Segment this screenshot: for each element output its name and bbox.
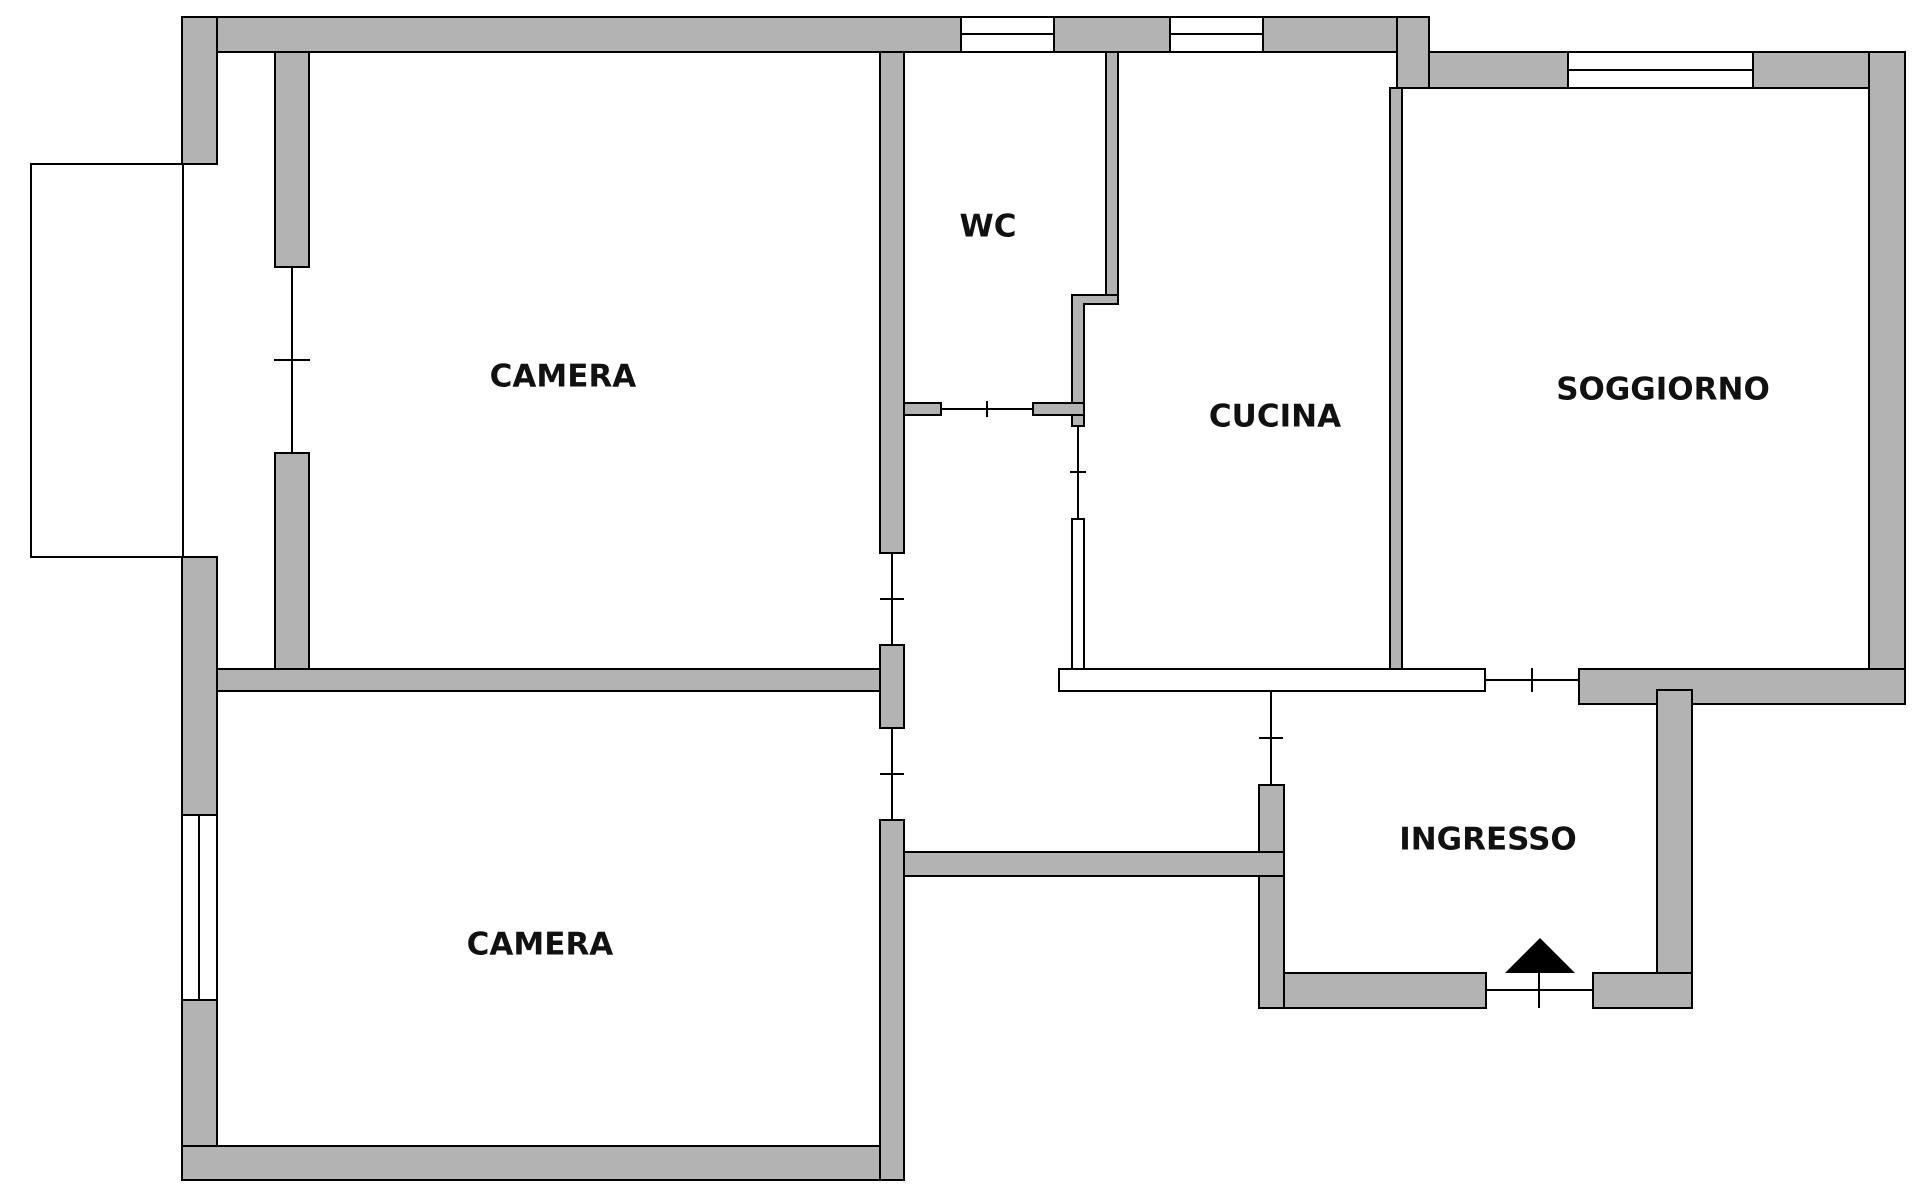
- wall-bottom: [181, 1145, 905, 1181]
- room-label-ingresso: INGRESSO: [1399, 822, 1577, 858]
- wall-ingresso-left: [1258, 784, 1285, 1009]
- door-soggiorno: [1485, 668, 1579, 692]
- door-wc: [941, 401, 1033, 417]
- wall-ingresso-right: [1656, 689, 1693, 1009]
- wall-camera-corridor-mid: [879, 644, 905, 729]
- wall-balcony-partition-bottom: [274, 452, 310, 670]
- wall-left-upper: [181, 16, 218, 165]
- wall-between-cameras: [216, 668, 881, 692]
- room-label-soggiorno: SOGGIORNO: [1556, 372, 1770, 408]
- wall-balcony-partition-top: [274, 51, 310, 268]
- wall-camera-bottom-right: [879, 819, 905, 1181]
- wall-ingresso-bottom-right: [1592, 972, 1693, 1009]
- room-label-camera-top: CAMERA: [490, 359, 637, 395]
- wall-wc-cucina-jog: [1071, 294, 1119, 427]
- door-entrance: [1486, 973, 1593, 1008]
- door-ingresso-corridor: [1259, 691, 1283, 785]
- door-camera-bottom: [880, 728, 904, 820]
- window-camera-bottom: [181, 814, 218, 1001]
- door-camera-top: [880, 553, 904, 645]
- door-balcony: [274, 267, 310, 453]
- room-label-cucina: CUCINA: [1209, 399, 1341, 435]
- window-cucina: [1169, 16, 1264, 53]
- wall-right: [1868, 51, 1906, 705]
- window-wc: [960, 16, 1055, 53]
- wall-step-right: [1396, 16, 1430, 89]
- entrance-arrow-icon: [1505, 938, 1575, 973]
- wall-cucina-soggiorno: [1389, 87, 1403, 670]
- wall-corridor-bottom: [903, 851, 1285, 877]
- balcony: [30, 163, 184, 558]
- wall-ingresso-bottom-left: [1258, 972, 1487, 1009]
- wall-cucina-left: [1071, 518, 1085, 670]
- wall-left-middle: [181, 556, 218, 816]
- wall-wc-bottom-left: [903, 402, 942, 416]
- wall-soggiorno-bottom: [1578, 668, 1906, 705]
- window-soggiorno: [1567, 51, 1754, 89]
- wall-wc-bottom-right: [1032, 402, 1085, 416]
- room-label-camera-bottom: CAMERA: [467, 927, 614, 963]
- wall-wc-cucina: [1105, 51, 1119, 305]
- door-cucina: [1070, 426, 1086, 519]
- wall-camera-corridor-upper: [879, 51, 905, 554]
- room-label-wc: WC: [960, 209, 1017, 245]
- wall-cucina-bottom: [1058, 668, 1486, 692]
